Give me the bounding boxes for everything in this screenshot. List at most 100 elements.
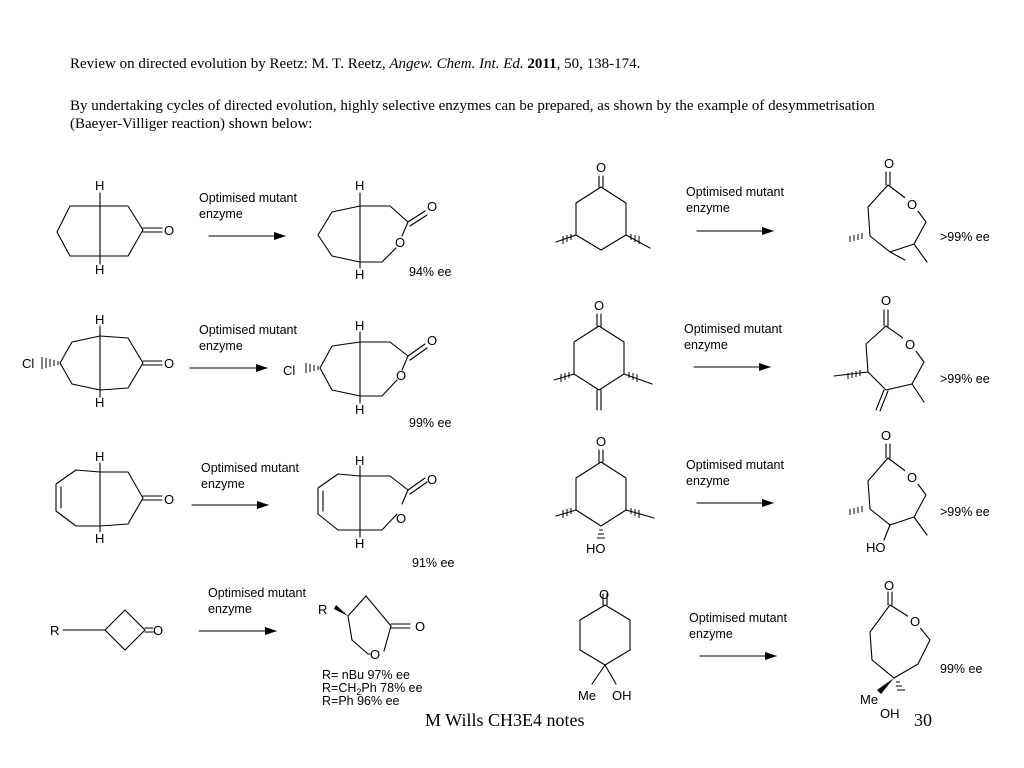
product-hydroxy-methyl-oxepanone: O O Me OH 99% ee	[860, 578, 982, 721]
atom-cl: Cl	[22, 356, 34, 371]
ee-value: 99% ee	[940, 662, 982, 676]
atom-o: O	[164, 223, 174, 238]
reaction-arrow-1: Optimised mutant enzyme	[199, 191, 297, 240]
atom-o: O	[370, 647, 380, 662]
ee-value: >99% ee	[940, 372, 990, 386]
atom-h: H	[95, 262, 104, 277]
atom-oh: OH	[612, 688, 632, 703]
arrow-label-line1: Optimised mutant	[684, 322, 782, 336]
atom-me: Me	[860, 692, 878, 707]
ee-value: 91% ee	[412, 556, 454, 570]
arrow-label-line2: enzyme	[199, 339, 243, 353]
arrow-label-line2: enzyme	[686, 474, 730, 488]
atom-o: O	[596, 434, 606, 449]
atom-o: O	[907, 197, 917, 212]
reaction-arrow-8: Optimised mutant enzyme	[689, 611, 787, 660]
atom-h: H	[355, 267, 364, 282]
substrate-chloro-bicyclic-ketone: H H O Cl	[22, 312, 174, 410]
atom-h: H	[355, 453, 364, 468]
atom-o: O	[596, 160, 606, 175]
arrow-label-line1: Optimised mutant	[208, 586, 306, 600]
atom-o: O	[884, 578, 894, 593]
ee-value: 99% ee	[409, 416, 451, 430]
page-number: 30	[914, 710, 932, 730]
arrow-label-line1: Optimised mutant	[201, 461, 299, 475]
substrate-methylene-dimethylcyclohexanone: O	[553, 298, 653, 411]
atom-o: O	[396, 511, 406, 526]
atom-o: O	[396, 368, 406, 383]
reaction-arrow-5: Optimised mutant enzyme	[686, 185, 784, 235]
product-dimethyl-oxepanone: O O >99% ee	[849, 156, 990, 263]
substrate-hydroxy-dimethylcyclohexanone: O HO	[555, 434, 655, 556]
reaction-arrow-2: Optimised mutant enzyme	[189, 323, 297, 372]
product-butyrolactone: R O O R= nBu 97% ee R=CH2Ph 78% ee R=Ph …	[318, 595, 425, 708]
atom-o: O	[905, 337, 915, 352]
atom-o: O	[395, 235, 405, 250]
product-chloro-bicyclic-lactone: H H O O Cl 99% ee	[283, 318, 451, 430]
atom-o: O	[910, 614, 920, 629]
atom-h: H	[95, 178, 104, 193]
arrow-label-line2: enzyme	[201, 477, 245, 491]
atom-o: O	[907, 470, 917, 485]
reference-suffix: , 50, 138-174.	[556, 56, 641, 72]
arrow-label-line2: enzyme	[199, 207, 243, 221]
atom-oh: OH	[880, 706, 900, 721]
arrow-label-line1: Optimised mutant	[686, 458, 784, 472]
ee-value: 94% ee	[409, 265, 451, 279]
arrow-label-line2: enzyme	[208, 602, 252, 616]
atom-ho: HO	[586, 541, 606, 556]
atom-h: H	[95, 395, 104, 410]
arrow-label-line2: enzyme	[684, 338, 728, 352]
atom-h: H	[355, 178, 364, 193]
intro-paragraph: By undertaking cycles of directed evolut…	[70, 98, 875, 132]
atom-h: H	[355, 402, 364, 417]
atom-r: R	[50, 623, 59, 638]
arrow-label-line1: Optimised mutant	[199, 323, 297, 337]
atom-o: O	[164, 356, 174, 371]
reference-prefix: Review on directed evolution by Reetz: M…	[70, 56, 390, 72]
reaction-arrow-6: Optimised mutant enzyme	[684, 322, 782, 371]
atom-o: O	[415, 619, 425, 634]
atom-h: H	[95, 531, 104, 546]
atom-h: H	[95, 449, 104, 464]
atom-h: H	[95, 312, 104, 327]
ee-value: >99% ee	[940, 505, 990, 519]
atom-o: O	[594, 298, 604, 313]
arrow-label-line1: Optimised mutant	[686, 185, 784, 199]
atom-o: O	[881, 428, 891, 443]
reference-line: Review on directed evolution by Reetz: M…	[70, 56, 640, 73]
ee-r-phenyl: R=Ph 96% ee	[322, 694, 400, 708]
footer-notes: M Wills CH3E4 notes	[425, 710, 585, 730]
ee-value: >99% ee	[940, 230, 990, 244]
reaction-arrow-3: Optimised mutant enzyme	[191, 461, 299, 509]
atom-me: Me	[578, 688, 596, 703]
atom-o: O	[599, 587, 609, 602]
substrate-bicyclic-ketone: H H O	[56, 178, 174, 277]
substrate-cyclohexene-fused-ketone: H H O	[55, 449, 174, 546]
reaction-arrow-4: Optimised mutant enzyme	[198, 586, 306, 635]
product-cyclohexene-fused-lactone: H H O O 91% ee	[317, 453, 454, 570]
product-hydroxy-oxepanone: O O HO >99% ee	[849, 428, 990, 555]
atom-o: O	[427, 472, 437, 487]
substrate-hydroxy-methylcyclohexanone: O Me OH	[578, 587, 632, 703]
atom-o: O	[427, 199, 437, 214]
atom-o: O	[164, 492, 174, 507]
ee-r-nbu: R= nBu 97% ee	[322, 668, 410, 682]
reference-year: 2011	[527, 56, 557, 72]
atom-o: O	[884, 156, 894, 171]
arrow-label-line1: Optimised mutant	[199, 191, 297, 205]
substrate-cyclobutanone: R O	[50, 609, 163, 651]
arrow-label-line1: Optimised mutant	[689, 611, 787, 625]
reaction-arrow-7: Optimised mutant enzyme	[686, 458, 784, 507]
atom-r: R	[318, 602, 327, 617]
atom-ho: HO	[866, 540, 886, 555]
journal-name: Angew. Chem. Int. Ed.	[389, 56, 524, 72]
arrow-label-line2: enzyme	[686, 201, 730, 215]
atom-cl: Cl	[283, 363, 295, 378]
product-methylene-oxepanone: O O >99% ee	[833, 293, 990, 412]
ee-r-benzyl: R=CH2Ph 78% ee	[322, 681, 423, 697]
substrate-dimethylcyclohexanone: O	[555, 160, 651, 251]
atom-h: H	[355, 536, 364, 551]
arrow-label-line2: enzyme	[689, 627, 733, 641]
